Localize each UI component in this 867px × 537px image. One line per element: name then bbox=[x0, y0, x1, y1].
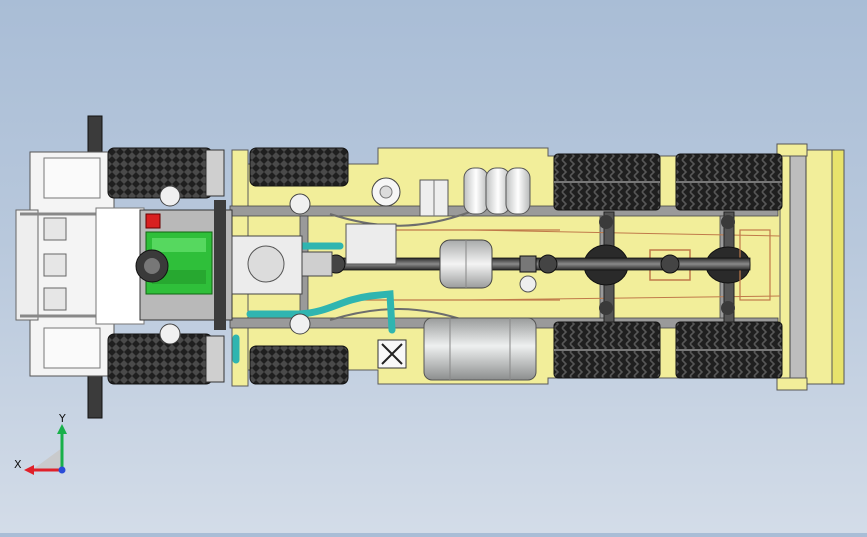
cab-front bbox=[15, 115, 145, 419]
z-axis-dot bbox=[58, 466, 66, 474]
engine-assembly bbox=[135, 185, 333, 345]
rear-wheels bbox=[553, 153, 783, 379]
triad-x-label: X bbox=[14, 458, 22, 471]
front-wheels bbox=[107, 147, 349, 385]
rear-bumper bbox=[776, 143, 845, 391]
axis-triad bbox=[24, 424, 67, 475]
fuel-tank bbox=[377, 317, 537, 381]
air-tanks bbox=[345, 167, 537, 293]
triad-y-label: Y bbox=[59, 412, 66, 425]
